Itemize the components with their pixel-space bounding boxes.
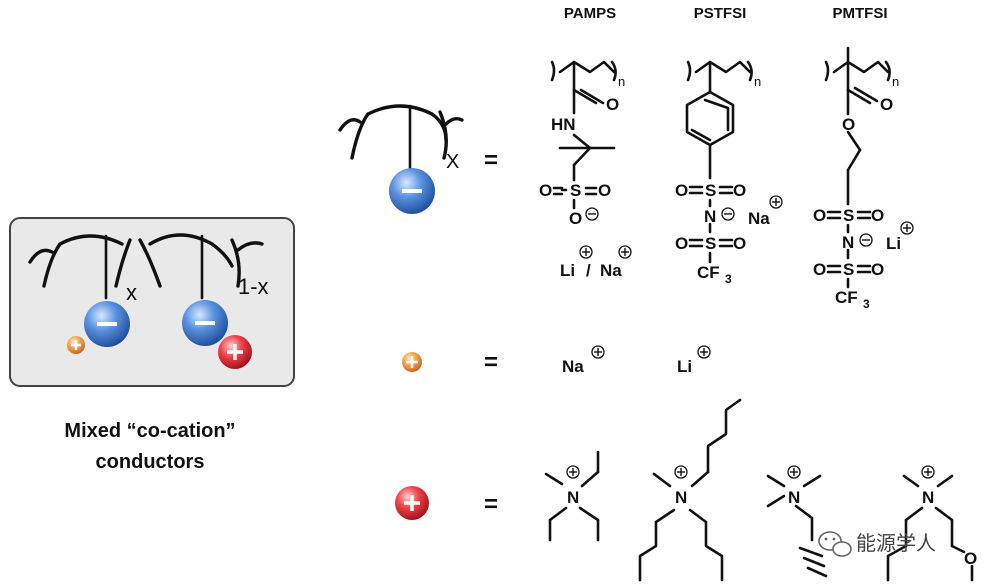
minus-sphere-icon <box>182 300 228 346</box>
pamps-o-bottom: O <box>569 209 582 228</box>
polyanion-equals: = <box>484 147 498 174</box>
watermark-text: 能源学人 <box>856 532 936 555</box>
minus-sphere-icon <box>389 168 435 214</box>
pmtfsi-s2: S <box>843 260 854 279</box>
pmtfsi-s: S <box>843 206 854 225</box>
pmtfsi-sub3: 3 <box>863 297 870 311</box>
pmtfsi-ester-o: O <box>842 115 855 134</box>
pamps-li: Li <box>560 261 575 280</box>
pmtfsi-cf: CF <box>835 288 858 307</box>
ammonium-2-nitrogen: N <box>675 488 687 507</box>
caption-line-1: Mixed “co-cation” <box>64 420 235 442</box>
plus-sphere-large-icon <box>218 335 252 369</box>
ammonium-1-nitrogen: N <box>567 488 579 507</box>
pstfsi-sub3: 3 <box>725 272 732 286</box>
plus-charge-icon <box>787 465 801 479</box>
pmtfsi-nitrogen: N <box>842 233 854 252</box>
minus-sphere-icon <box>84 301 130 347</box>
plus-sphere-small-icon <box>67 336 85 354</box>
plus-charge-icon <box>921 465 935 479</box>
pamps-s: S <box>570 181 581 200</box>
small-cation-li: Li <box>677 357 692 376</box>
pamps-slash: / <box>586 261 591 280</box>
pamps-o-left: O <box>539 181 552 200</box>
plus-sphere-small-icon <box>402 352 422 372</box>
pstfsi-o2-right: O <box>733 234 746 253</box>
polyanion-unit <box>338 104 464 214</box>
pmtfsi-structure <box>824 46 891 289</box>
minus-charge-icon <box>859 233 873 247</box>
pstfsi-n: n <box>754 74 761 89</box>
large-cation-equals: = <box>484 491 498 518</box>
minus-charge-icon <box>721 207 735 221</box>
pmtfsi-o-right: O <box>871 206 884 225</box>
pstfsi-s: S <box>705 181 716 200</box>
pstfsi-o-left: O <box>675 181 688 200</box>
pstfsi-na: Na <box>748 209 770 228</box>
plus-charge-icon <box>900 221 914 235</box>
ammonium-structure-1 <box>544 450 600 542</box>
ammonium-4-nitrogen: N <box>922 488 934 507</box>
pstfsi-cf: CF <box>697 263 720 282</box>
ammonium-3-nitrogen: N <box>788 488 800 507</box>
plus-charge-icon <box>566 465 580 479</box>
pamps-o-right: O <box>598 181 611 200</box>
wechat-icon <box>818 531 852 557</box>
pstfsi-s2: S <box>705 234 716 253</box>
plus-charge-icon <box>579 245 593 259</box>
subscript-x: x <box>126 280 137 305</box>
pmtfsi-o-left: O <box>813 206 826 225</box>
pamps-n: n <box>618 74 625 89</box>
plus-charge-icon <box>591 345 605 359</box>
plus-charge-icon <box>674 465 688 479</box>
header-pmtfsi: PMTFSI <box>833 5 888 22</box>
ammonium-structure-3 <box>766 465 828 578</box>
pamps-structure <box>550 60 617 210</box>
pamps-hn: HN <box>551 115 576 134</box>
pamps-carbonyl-o: O <box>606 95 619 114</box>
subscript-1-x: 1-x <box>238 274 269 299</box>
pmtfsi-o2-left: O <box>813 260 826 279</box>
header-pamps: PAMPS <box>564 5 616 22</box>
pstfsi-o2-left: O <box>675 234 688 253</box>
pstfsi-structure <box>685 60 753 264</box>
copolymer-backbone <box>28 233 264 300</box>
minus-charge-icon <box>585 207 599 221</box>
pmtfsi-carbonyl-o: O <box>880 95 893 114</box>
small-cation-na: Na <box>562 357 584 376</box>
ammonium-structure-2 <box>638 398 742 582</box>
header-pstfsi: PSTFSI <box>694 5 747 22</box>
mixed-cation-panel: x 1-x <box>9 217 295 387</box>
ammonium-structure-4 <box>886 465 974 582</box>
plus-sphere-large-icon <box>395 486 429 520</box>
polyanion-subscript: X <box>446 151 459 173</box>
pamps-na: Na <box>600 261 622 280</box>
pmtfsi-o2-right: O <box>871 260 884 279</box>
small-cation-equals: = <box>484 349 498 376</box>
plus-charge-icon <box>769 195 783 209</box>
ammonium-4-oxygen: O <box>964 549 977 568</box>
pstfsi-nitrogen: N <box>704 207 716 226</box>
plus-charge-icon <box>618 245 632 259</box>
pmtfsi-li: Li <box>886 234 901 253</box>
pstfsi-o-right: O <box>733 181 746 200</box>
caption-line-2: conductors <box>96 451 205 473</box>
pmtfsi-n: n <box>892 74 899 89</box>
plus-charge-icon <box>697 345 711 359</box>
